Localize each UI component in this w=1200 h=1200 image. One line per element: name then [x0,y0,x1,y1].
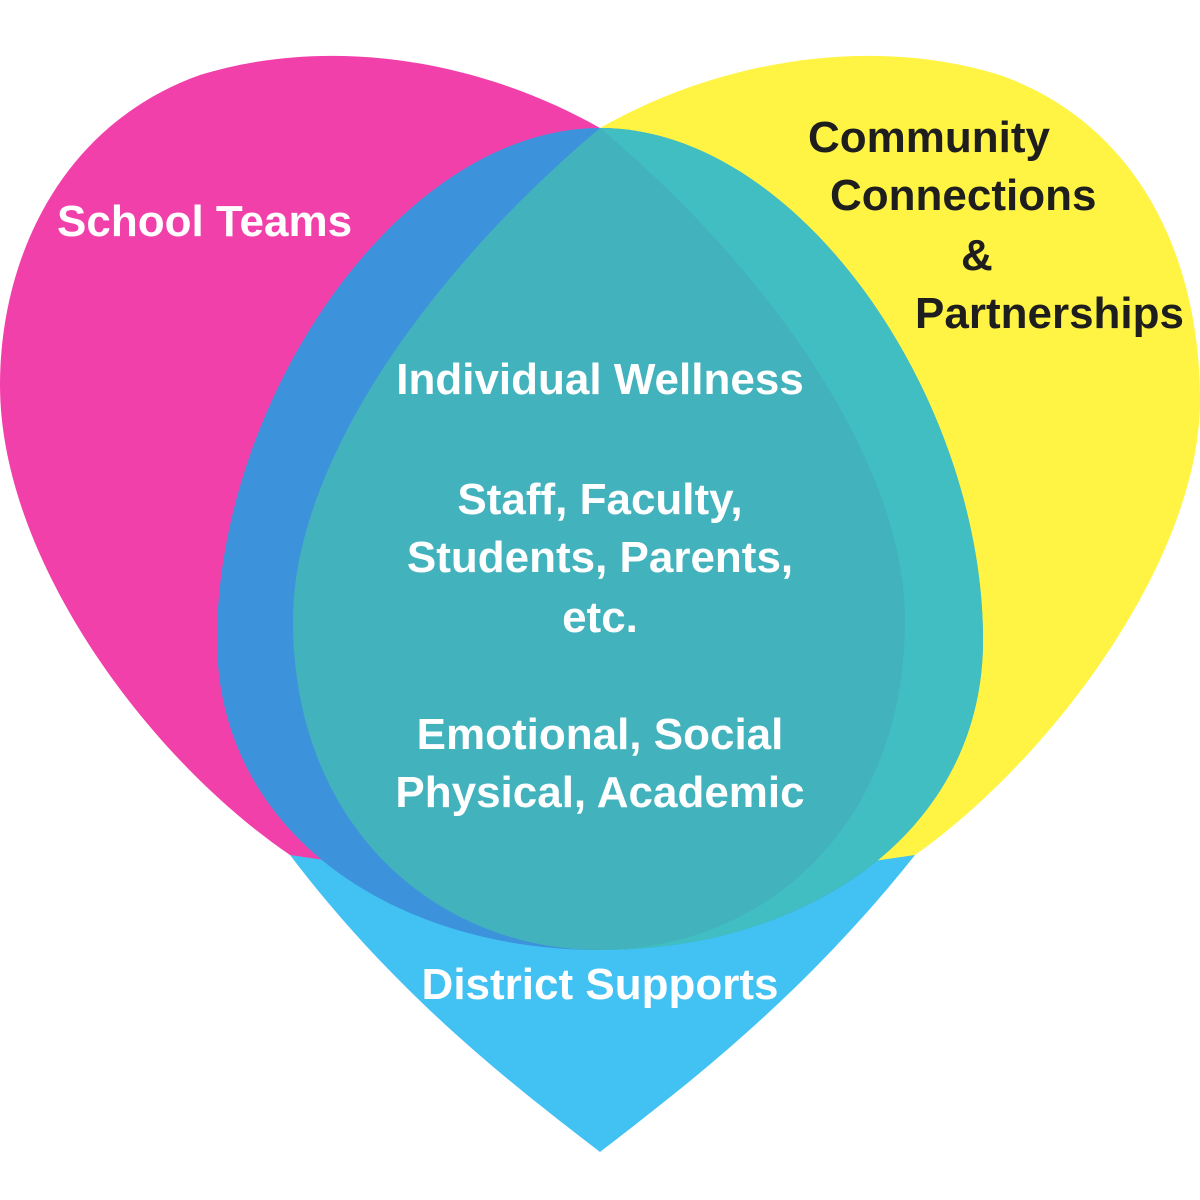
center-title: Individual Wellness [396,355,804,404]
community-label-line4: Partnerships [915,289,1184,338]
community-label-line3: & [961,231,993,280]
community-label-line2: Connections [830,171,1097,220]
center-dims-line2: Physical, Academic [395,768,805,817]
center-who-line1: Staff, Faculty, [457,475,743,524]
center-dims-line1: Emotional, Social [416,710,784,759]
individual-wellness-core [293,128,905,950]
school-teams-label: School Teams [57,197,353,246]
center-who-line2: Students, Parents, [406,533,794,582]
community-label-line1: Community [808,113,1050,162]
district-supports-region [290,855,915,1152]
center-who-line3: etc. [562,593,638,642]
district-supports-label: District Supports [421,960,779,1009]
